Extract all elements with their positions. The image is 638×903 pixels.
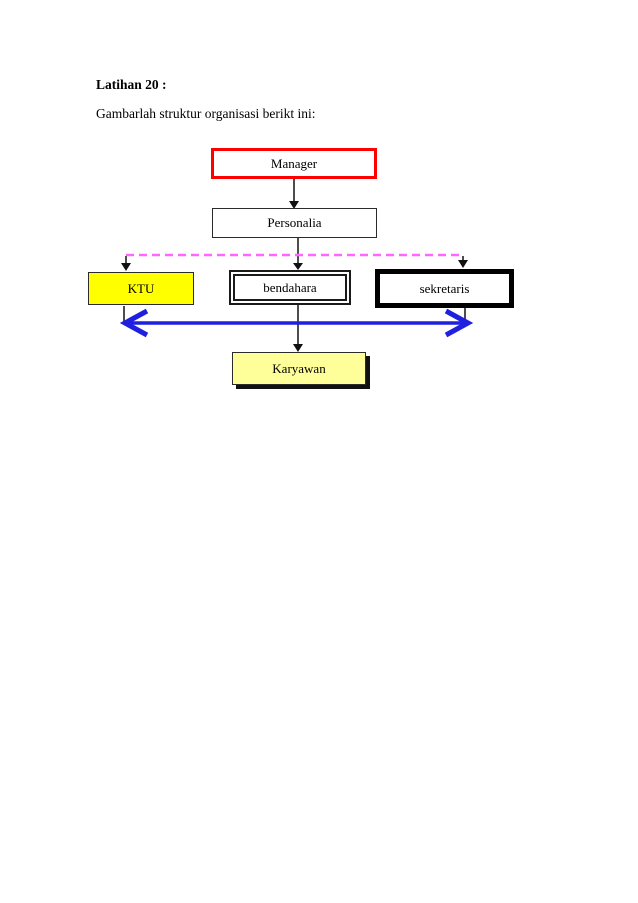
arrowhead-sekretaris: [458, 260, 468, 268]
org-box-ktu: KTU: [88, 272, 194, 305]
double-arrow-right-head: [444, 308, 474, 338]
arrowhead-bendahara: [293, 263, 303, 270]
arrowhead-ktu: [121, 263, 131, 271]
org-box-manager-label: Manager: [270, 155, 318, 171]
org-box-ktu-label: KTU: [127, 280, 155, 296]
org-box-karyawan-label: Karyawan: [272, 360, 326, 376]
org-box-personalia: Personalia: [212, 208, 377, 238]
org-box-bendahara: bendahara: [229, 270, 351, 305]
org-box-bendahara-label: bendahara: [263, 279, 317, 295]
org-box-sekretaris: sekretaris: [375, 269, 514, 308]
exercise-heading: Latihan 20 :: [96, 77, 167, 92]
exercise-instruction: Gambarlah struktur organisasi berikt ini…: [96, 106, 316, 121]
org-box-karyawan: Karyawan: [232, 352, 366, 385]
org-box-sekretaris-label: sekretaris: [419, 280, 470, 296]
arrowhead-karyawan: [293, 344, 303, 352]
arrowhead-personalia: [289, 201, 299, 209]
org-box-personalia-label: Personalia: [267, 215, 322, 230]
org-box-manager: Manager: [211, 148, 377, 179]
double-arrow-left-head: [119, 308, 149, 338]
